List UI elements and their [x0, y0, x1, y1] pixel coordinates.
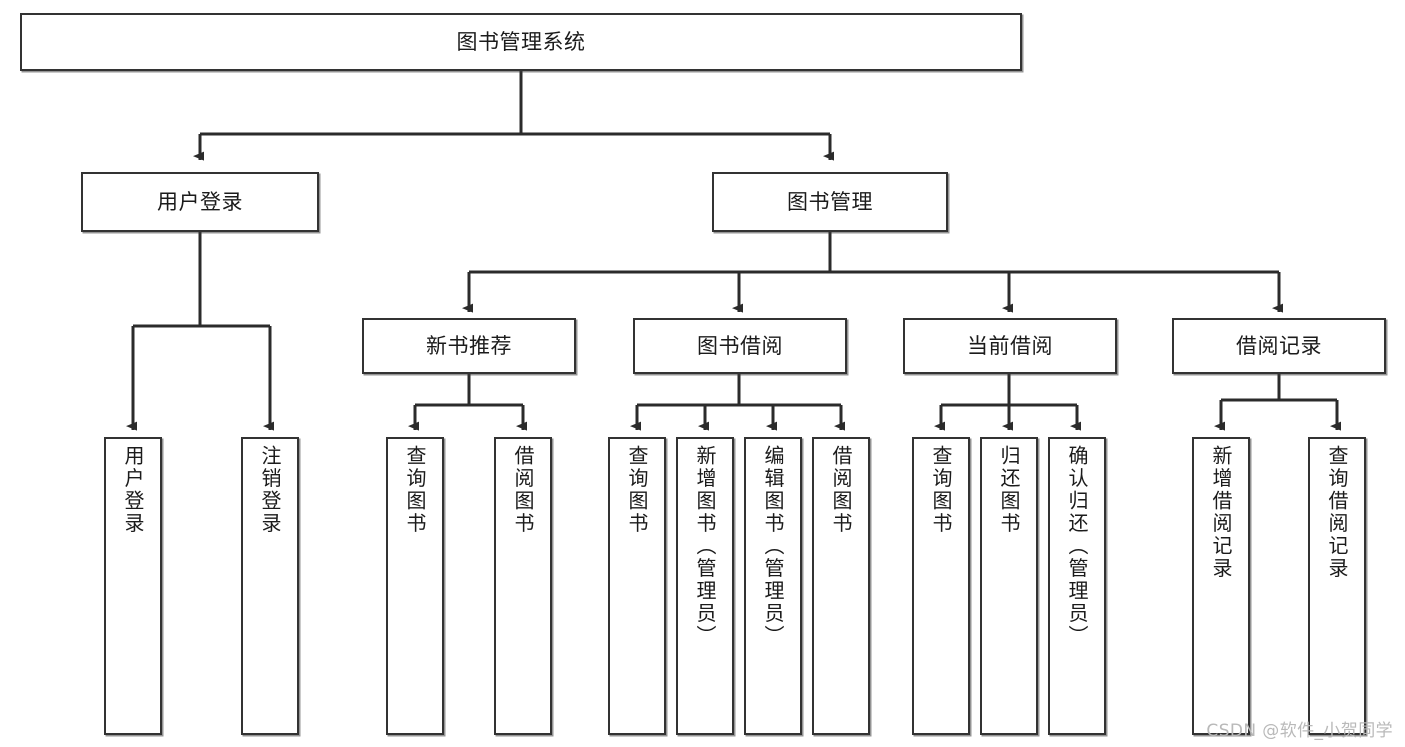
node-leaf-confirm-return-label: 确认归还（管理员） [1065, 445, 1089, 648]
node-book-borrow[interactable]: 图书借阅 [633, 318, 847, 374]
node-user-login-label: 用户登录 [157, 189, 243, 214]
node-leaf-query-book-3-label: 查询图书 [929, 445, 953, 535]
node-book-manage[interactable]: 图书管理 [712, 172, 948, 232]
node-leaf-user-login[interactable]: 用户登录 [104, 437, 162, 735]
node-leaf-query-record-label: 查询借阅记录 [1325, 445, 1349, 580]
node-leaf-query-book-2-label: 查询图书 [625, 445, 649, 535]
node-leaf-logout[interactable]: 注销登录 [241, 437, 299, 735]
node-leaf-borrow-book-1-label: 借阅图书 [511, 445, 535, 535]
node-leaf-query-book-1-label: 查询图书 [403, 445, 427, 535]
node-leaf-add-book[interactable]: 新增图书（管理员） [676, 437, 734, 735]
node-root[interactable]: 图书管理系统 [20, 13, 1022, 71]
node-leaf-edit-book[interactable]: 编辑图书（管理员） [744, 437, 802, 735]
node-book-manage-label: 图书管理 [787, 189, 873, 214]
csdn-watermark: CSDN @软件_小贺同学 [1206, 721, 1393, 741]
node-root-label: 图书管理系统 [456, 29, 586, 54]
node-leaf-return-book[interactable]: 归还图书 [980, 437, 1038, 735]
node-leaf-user-login-label: 用户登录 [121, 445, 145, 535]
node-leaf-edit-book-label: 编辑图书（管理员） [761, 445, 785, 648]
node-new-book-rec[interactable]: 新书推荐 [362, 318, 576, 374]
node-leaf-return-book-label: 归还图书 [997, 445, 1021, 535]
node-book-borrow-label: 图书借阅 [697, 333, 783, 358]
node-leaf-add-record[interactable]: 新增借阅记录 [1192, 437, 1250, 735]
node-current-borrow-label: 当前借阅 [967, 333, 1053, 358]
node-leaf-add-book-label: 新增图书（管理员） [693, 445, 717, 648]
node-leaf-logout-label: 注销登录 [258, 445, 282, 535]
node-leaf-query-book-1[interactable]: 查询图书 [386, 437, 444, 735]
node-leaf-borrow-book-2-label: 借阅图书 [829, 445, 853, 535]
node-leaf-query-record[interactable]: 查询借阅记录 [1308, 437, 1366, 735]
node-leaf-borrow-book-2[interactable]: 借阅图书 [812, 437, 870, 735]
node-leaf-borrow-book-1[interactable]: 借阅图书 [494, 437, 552, 735]
node-current-borrow[interactable]: 当前借阅 [903, 318, 1117, 374]
node-leaf-add-record-label: 新增借阅记录 [1209, 445, 1233, 580]
node-borrow-record-label: 借阅记录 [1236, 333, 1322, 358]
node-leaf-query-book-2[interactable]: 查询图书 [608, 437, 666, 735]
node-new-book-rec-label: 新书推荐 [426, 333, 512, 358]
node-leaf-confirm-return[interactable]: 确认归还（管理员） [1048, 437, 1106, 735]
node-leaf-query-book-3[interactable]: 查询图书 [912, 437, 970, 735]
node-user-login[interactable]: 用户登录 [81, 172, 319, 232]
node-borrow-record[interactable]: 借阅记录 [1172, 318, 1386, 374]
